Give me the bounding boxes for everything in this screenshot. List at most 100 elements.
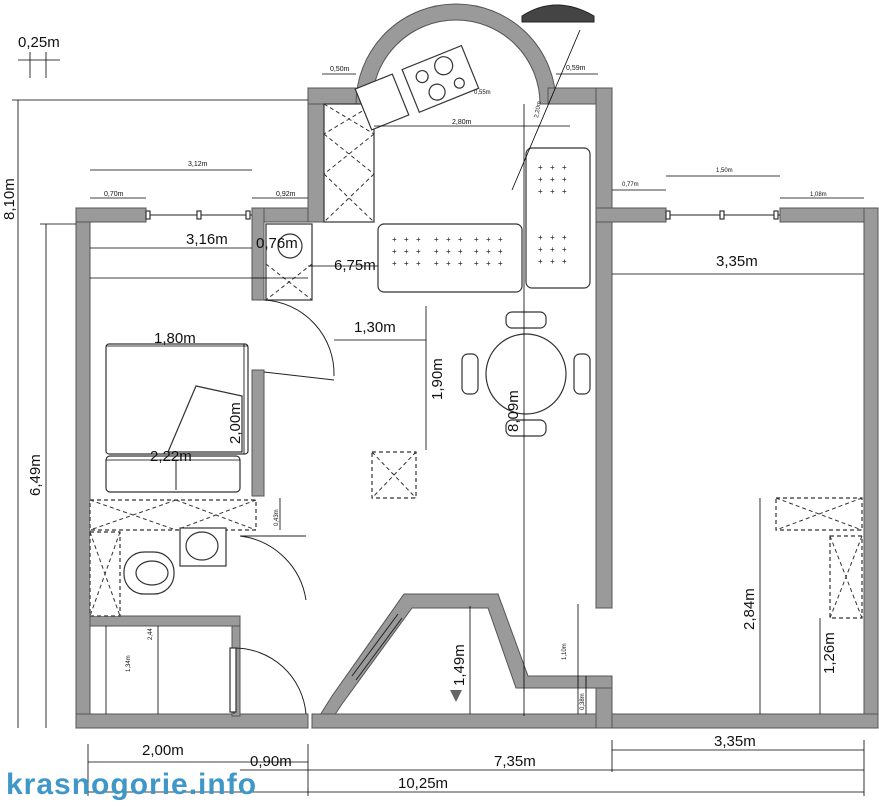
sofa-pattern-mark: + — [434, 247, 439, 256]
dim-right-top-c: 1,08m — [810, 192, 827, 198]
wall-hall-left — [251, 207, 265, 301]
dim-bath-small: 0,43m — [274, 509, 280, 526]
sofa-pattern-mark: + — [486, 259, 491, 268]
sofa-pattern-mark: + — [498, 247, 503, 256]
wardrobe-cross — [89, 499, 257, 531]
window-right-sash — [665, 210, 671, 220]
wc-door-leaf — [229, 647, 237, 713]
wall-top-right-a — [595, 207, 667, 223]
dim-right-room-width: 3,35m — [716, 253, 758, 270]
dim-bed-width: 1,80m — [154, 330, 196, 347]
hall-door-leaf — [263, 371, 335, 381]
sofa-pattern-mark: + — [446, 247, 451, 256]
sofa-pattern-mark: + — [404, 235, 409, 244]
chair-right — [573, 353, 591, 395]
sofa-pattern-mark: + — [392, 247, 397, 256]
window-right-sash-end — [773, 210, 779, 220]
dim-right-lower-height: 2,84m — [741, 588, 758, 630]
wall-top-left-a — [75, 207, 147, 223]
dim-bottom-door: 0,90m — [250, 753, 292, 770]
sofa-pattern-mark: + — [458, 259, 463, 268]
dim-right-lower-small: 1,26m — [821, 632, 838, 674]
wardrobe-right-cross — [775, 497, 863, 531]
dimension-lines — [12, 29, 865, 796]
dim-kitchen-stove: 0,55m — [474, 90, 491, 96]
sofa-pattern-mark: + — [538, 175, 543, 184]
wc-door-swing — [233, 647, 307, 715]
right-room — [775, 497, 863, 619]
sofa-pattern-mark: + — [538, 233, 543, 242]
sofa-pattern-mark: + — [538, 245, 543, 254]
dim-bottom-left: 2,00m — [142, 742, 184, 759]
kitchen-cabinet-left — [323, 103, 375, 223]
sofa-pattern-mark: + — [550, 163, 555, 172]
dim-bottom-small-1: 1,10m — [562, 643, 568, 660]
sofa-pattern-mark: + — [404, 247, 409, 256]
wall-bedroom-right — [251, 369, 265, 497]
sofa-pattern-mark: + — [486, 247, 491, 256]
dim-bottom-right: 3,35m — [714, 733, 756, 750]
wardrobe — [89, 499, 257, 531]
dim-sofa-width: 2,22m — [150, 448, 192, 465]
kitchen: ++++++++++++++++++++++++++++++++++++++++… — [265, 44, 591, 499]
dim-left-top-width: 3,12m — [188, 161, 208, 168]
sofa-pattern-mark: + — [458, 235, 463, 244]
sofa-bedroom — [105, 455, 241, 493]
sofa-pattern-mark: + — [474, 235, 479, 244]
sofa-pattern-mark: + — [434, 235, 439, 244]
sofa-pattern-mark: + — [538, 163, 543, 172]
dim-left-top-b: 0,92m — [276, 191, 296, 198]
sofa-kitchen — [377, 223, 523, 293]
wall-entrance — [311, 593, 613, 729]
sofa-pattern-mark: + — [550, 257, 555, 266]
sofa-pattern-mark: + — [498, 259, 503, 268]
sofa-kitchen-corner — [525, 147, 591, 289]
sofa-pattern-mark: + — [538, 187, 543, 196]
sofa-pattern-mark: + — [550, 175, 555, 184]
dim-bottom-total: 10,25m — [398, 775, 448, 792]
sofa-pattern-mark: + — [550, 245, 555, 254]
sofa-pattern-mark: + — [562, 187, 567, 196]
wall-bottom-right — [595, 713, 879, 729]
dim-right-top-a: 0,77m — [622, 182, 639, 188]
boiler — [277, 233, 303, 259]
dim-hall-small: 0,76m — [256, 235, 298, 252]
dim-wc-height: 1,34m — [126, 655, 132, 672]
toilet-seat — [135, 560, 169, 586]
wall-bath-bottom — [89, 615, 241, 627]
sofa-pattern-mark: + — [550, 187, 555, 196]
sofa-pattern-mark: + — [562, 233, 567, 242]
watermark: krasnogorie.info — [6, 768, 257, 801]
entrance-door — [351, 613, 399, 677]
bed-blanket — [167, 385, 243, 453]
bathroom — [89, 527, 307, 617]
dim-kitchen-gap-right: 0,59m — [566, 65, 586, 72]
bath-door-swing — [239, 535, 307, 601]
sofa-pattern-mark: + — [562, 257, 567, 266]
sofa-pattern-mark: + — [392, 235, 397, 244]
dim-kitchen-gap-left: 0,50m — [330, 66, 350, 73]
wall-right — [863, 207, 879, 729]
boiler-cross — [265, 263, 313, 301]
hall-door-swing — [263, 299, 335, 377]
dim-bottom-mid: 7,35m — [494, 753, 536, 770]
sofa-pattern-mark: + — [392, 259, 397, 268]
sofa-pattern-mark: + — [446, 235, 451, 244]
walls — [75, 3, 879, 729]
dim-total-height: 8,10m — [1, 178, 18, 220]
wall-kitchen-top-left — [307, 87, 363, 105]
dim-entrance-height: 1,49m — [451, 644, 468, 686]
sofa-pattern-mark: + — [486, 235, 491, 244]
wall-bottom-left — [75, 713, 309, 729]
kitchen-counter-left — [354, 73, 410, 131]
windows — [145, 4, 780, 220]
cabinet-right-cross — [829, 535, 863, 619]
wall-bottom-mid — [311, 713, 597, 729]
bedroom — [89, 343, 257, 531]
wall-kitchen-right — [595, 87, 613, 609]
window-left-sash-mid — [196, 210, 202, 220]
ceiling-lamp-icon — [521, 4, 595, 23]
wall-top-right-b — [779, 207, 879, 223]
dim-left-height: 6,49m — [27, 454, 44, 496]
